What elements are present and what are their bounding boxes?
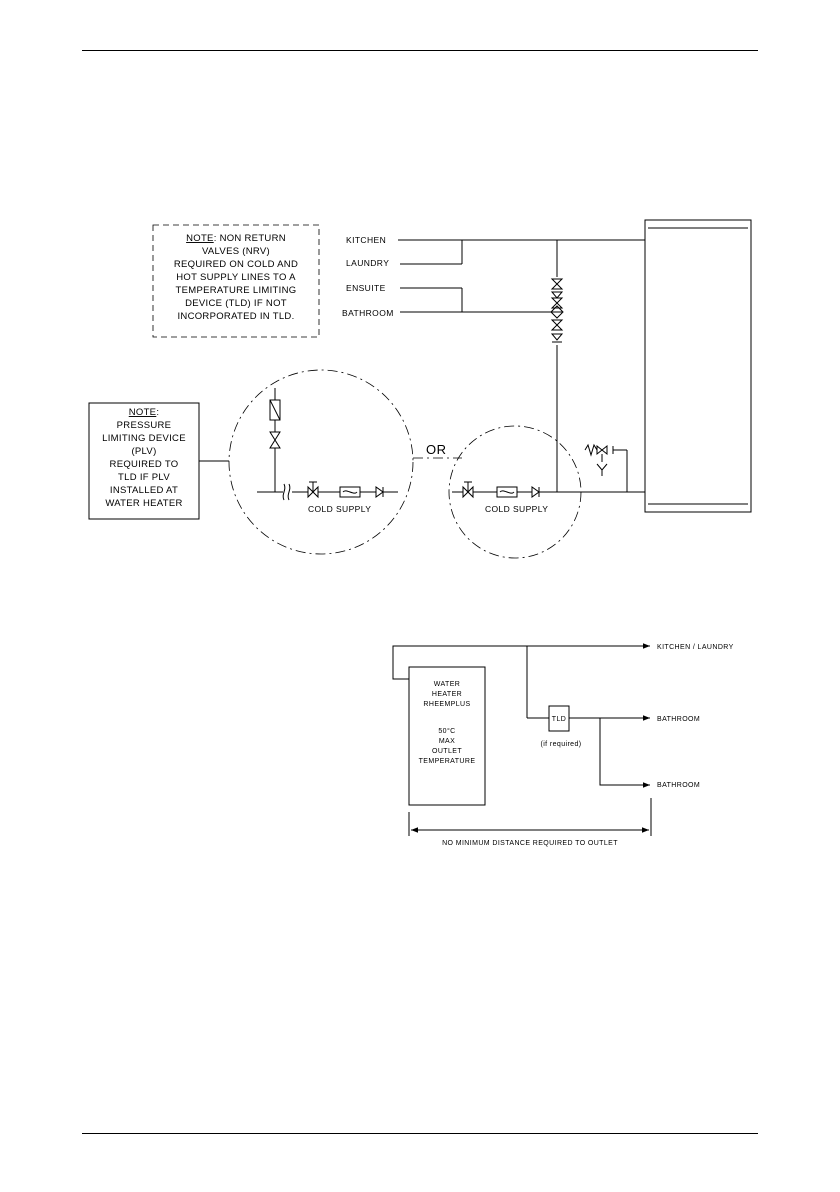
note-plv-heading-rest: :	[156, 407, 159, 418]
temp-label-line: MAX	[439, 738, 455, 745]
note-plv-line: (PLV)	[131, 446, 156, 457]
heater-label-line: RHEEMPLUS	[423, 701, 470, 708]
outlet-label-bathroom-2: BATHROOM	[657, 782, 700, 789]
note-plv-line: PRESSURE	[117, 420, 172, 431]
heater-label-line: HEATER	[432, 691, 462, 698]
fixture-label-kitchen: KITCHEN	[346, 235, 386, 245]
note-plv-line: INSTALLED AT	[110, 485, 178, 496]
heater-label-line: WATER	[434, 681, 461, 688]
note-plv: NOTE: PRESSURE LIMITING DEVICE (PLV) REQ…	[88, 402, 229, 520]
hot-water-piping	[398, 239, 645, 493]
note-nrv-line: REQUIRED ON COLD AND	[174, 259, 298, 270]
header-rule	[82, 50, 758, 51]
outlet-label-kitchen-laundry: KITCHEN / LAUNDRY	[657, 644, 734, 651]
top-diagram: KITCHEN LAUNDRY ENSUITE BATHROOM	[88, 219, 752, 559]
note-nrv-line: VALVES (NRV)	[202, 246, 270, 257]
bottom-diagram: WATER HEATER RHEEMPLUS 50°C MAX OUTLET T…	[392, 643, 734, 847]
note-nrv-line: HOT SUPPLY LINES TO A	[176, 272, 296, 283]
tld-note: (if required)	[541, 741, 582, 748]
temp-label-line: 50°C	[438, 727, 455, 735]
svg-text:NOTE:: NOTE:	[129, 407, 160, 418]
fixture-label-bathroom: BATHROOM	[342, 308, 394, 318]
tld-label: TLD	[552, 716, 566, 723]
cold-supply-label-right: COLD SUPPLY	[485, 504, 548, 514]
temp-label-line: TEMPERATURE	[419, 758, 476, 765]
nrv-valve-stack	[550, 278, 564, 343]
note-plv-line: REQUIRED TO	[110, 459, 179, 470]
heater-box	[408, 666, 486, 806]
fixture-label-laundry: LAUNDRY	[346, 258, 389, 268]
footer-rule	[82, 1133, 758, 1134]
detail-circle-left: COLD SUPPLY	[228, 369, 414, 555]
detail-circle-right: COLD SUPPLY	[448, 425, 582, 559]
svg-text:NOTE: NON RETURN: NOTE: NON RETURN	[186, 233, 286, 244]
note-nrv-heading-rest: : NON RETURN	[214, 233, 286, 244]
note-nrv-heading: NOTE	[186, 233, 214, 244]
temp-label-line: OUTLET	[432, 748, 462, 755]
outlet-pipe-kitchen	[392, 643, 650, 680]
outlet-label-bathroom-1: BATHROOM	[657, 716, 700, 723]
note-nrv-line: INCORPORATED IN TLD.	[177, 311, 294, 322]
note-plv-heading: NOTE	[129, 407, 157, 418]
or-label: OR	[426, 442, 447, 457]
water-heater-tank	[644, 219, 752, 513]
cold-supply-label-left: COLD SUPPLY	[308, 504, 371, 514]
note-nrv-line: TEMPERATURE LIMITING	[176, 285, 297, 296]
note-nrv-line: DEVICE (TLD) IF NOT	[185, 298, 287, 309]
note-plv-line: TLD IF PLV	[118, 472, 170, 483]
relief-valve-icon	[584, 443, 614, 476]
fixture-label-ensuite: ENSUITE	[346, 283, 386, 293]
note-plv-line: WATER HEATER	[105, 498, 182, 509]
distance-label: NO MINIMUM DISTANCE REQUIRED TO OUTLET	[442, 840, 618, 847]
note-plv-line: LIMITING DEVICE	[102, 433, 186, 444]
outlet-pipe-bathroom-2	[599, 718, 650, 788]
note-nrv: NOTE: NON RETURN VALVES (NRV) REQUIRED O…	[152, 224, 320, 338]
